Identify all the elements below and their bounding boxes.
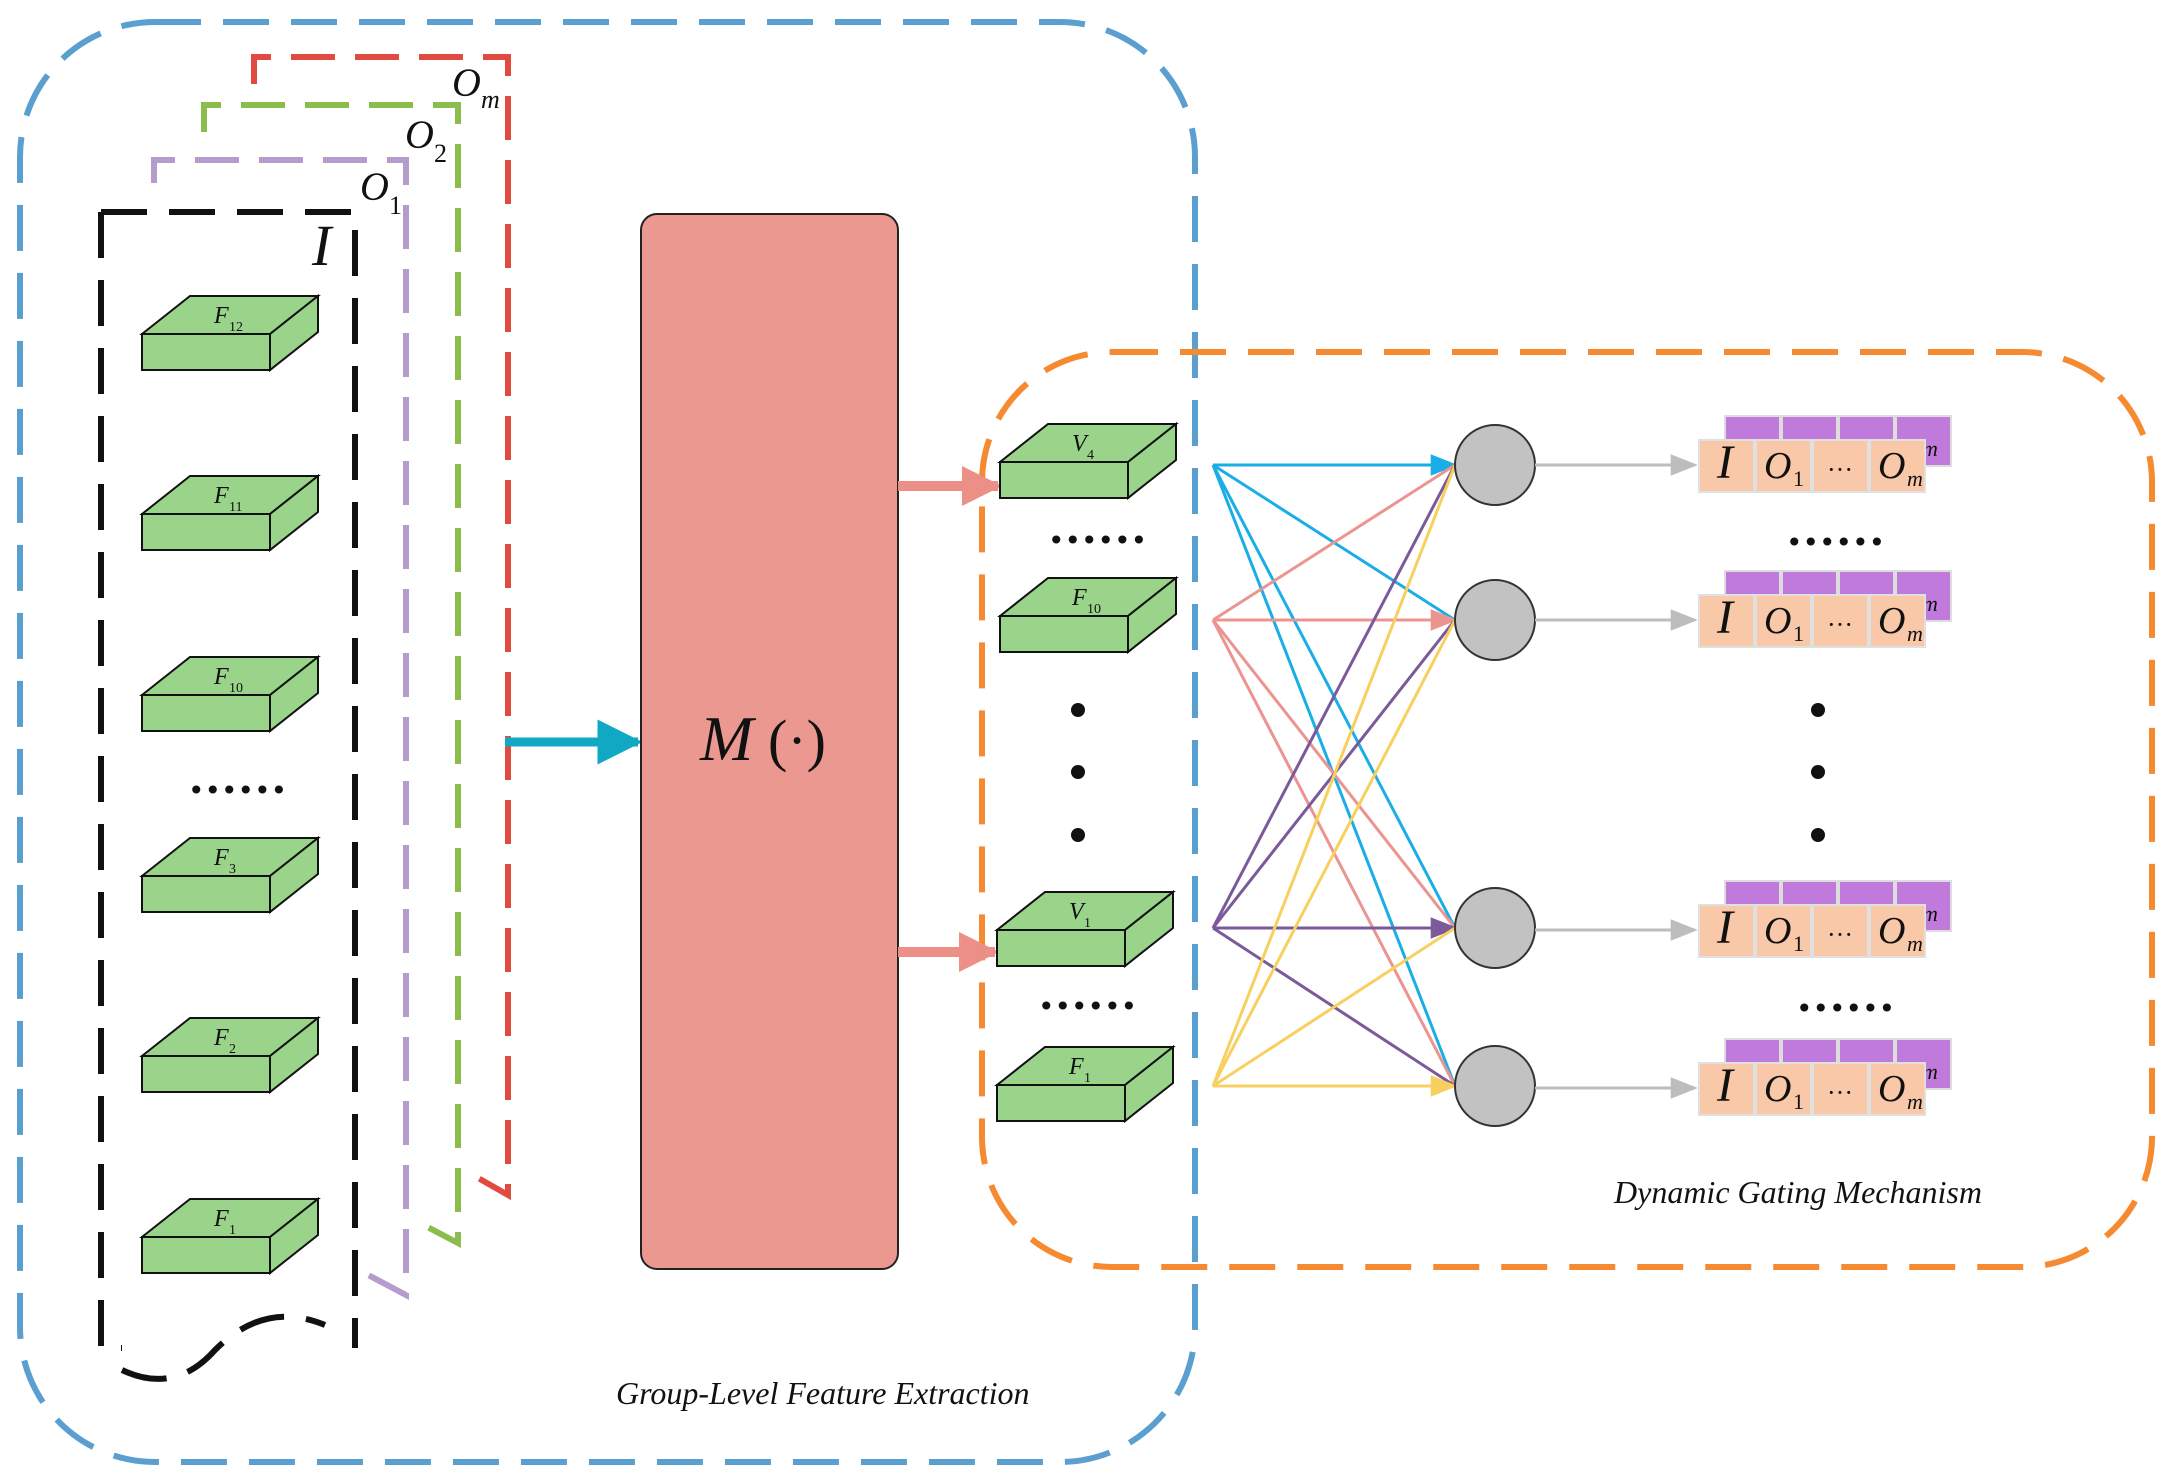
front-cell-label: ··· — [1827, 1078, 1853, 1107]
front-cell-label: O — [1878, 445, 1905, 487]
front-cell-label: O — [1764, 1068, 1791, 1110]
dynamic-gating-border — [979, 349, 2155, 1270]
gate-output-vertical-dots — [1811, 703, 1825, 842]
gate-output-arrows — [1535, 454, 1698, 1099]
output-vertical-dots — [1071, 703, 1085, 842]
input-feature-block-label-sub: 10 — [229, 681, 243, 696]
output-feature-block-label: F — [1068, 1054, 1084, 1080]
input-feature-block-label: F — [213, 1025, 229, 1051]
layer-o1-border — [151, 157, 409, 1300]
front-cell-label: O — [1878, 600, 1905, 642]
output-feature-block-label: V — [1072, 431, 1089, 457]
om-label: O m — [452, 60, 500, 114]
front-cell-sub: 1 — [1793, 621, 1804, 646]
svg-text:M: M — [699, 703, 757, 774]
gating-caption: Dynamic Gating Mechanism — [1613, 1174, 1982, 1210]
input-feature-block-label-sub: 2 — [229, 1042, 236, 1057]
gate-output-ellipsis-bottom: •••••• — [1796, 992, 1895, 1025]
front-cell-sub: m — [1907, 466, 1923, 491]
front-cell-label: O — [1764, 910, 1791, 952]
output-feature-block-label-sub: 1 — [1084, 916, 1091, 931]
o1-label: O 1 — [360, 164, 402, 220]
front-cell-label: O — [1764, 445, 1791, 487]
input-feature-block-label-sub: 1 — [229, 1223, 236, 1238]
input-feature-block-label-sub: 11 — [229, 500, 242, 515]
input-feature-block-label-sub: 12 — [229, 320, 243, 335]
module-block — [640, 213, 899, 1270]
front-cell-label: I — [1716, 1059, 1735, 1112]
input-feature-block-label: F — [213, 303, 229, 329]
input-layer-label: I — [311, 213, 334, 278]
input-feature-block-label: F — [213, 664, 229, 690]
output-feature-block-label-sub: 4 — [1087, 448, 1094, 463]
front-cell-label: ··· — [1827, 920, 1853, 949]
input-feature-block-label: F — [213, 1206, 229, 1232]
gate-node-1 — [1454, 424, 1536, 506]
gate-node-3 — [1454, 887, 1536, 969]
front-cell-label: I — [1716, 901, 1735, 954]
front-cell-label: O — [1878, 1068, 1905, 1110]
front-cell-sub: m — [1907, 931, 1923, 956]
output-ellipsis-top: •••••• — [1048, 524, 1147, 557]
front-cell-label: I — [1716, 591, 1735, 644]
gate-nodes — [1454, 424, 1536, 1127]
output-feature-block-label-sub: 10 — [1087, 602, 1101, 617]
gate-output-ellipsis-top: •••••• — [1786, 526, 1885, 559]
output-feature-block-label-sub: 1 — [1084, 1071, 1091, 1086]
input-feature-block-label-sub: 3 — [229, 862, 236, 877]
layer-om-border — [251, 54, 511, 1201]
gate-node-4 — [1454, 1045, 1536, 1127]
svg-text:O: O — [360, 164, 389, 209]
front-cell-label: ··· — [1827, 610, 1853, 639]
svg-text:O: O — [452, 60, 481, 105]
svg-text:m: m — [481, 85, 500, 114]
gate-node-2 — [1454, 579, 1536, 661]
group-caption: Group-Level Feature Extraction — [616, 1375, 1030, 1411]
front-cell-label: I — [1716, 436, 1735, 489]
front-cell-sub: m — [1907, 621, 1923, 646]
front-cell-label: ··· — [1827, 455, 1853, 484]
front-cell-sub: 1 — [1793, 931, 1804, 956]
input-layer-border — [98, 209, 358, 1382]
svg-text:2: 2 — [434, 139, 447, 168]
output-feature-block-label: V — [1069, 899, 1086, 925]
module-label: M (·) — [699, 703, 826, 774]
group-feature-extraction-border — [17, 19, 1198, 1465]
front-cell-label: O — [1764, 600, 1791, 642]
front-cell-label: O — [1878, 910, 1905, 952]
input-ellipsis: •••••• — [188, 774, 287, 807]
gating-connections — [1211, 454, 1458, 1097]
layer-o2-border — [201, 102, 461, 1248]
svg-text:O: O — [405, 112, 434, 157]
svg-text:(·): (·) — [768, 708, 826, 773]
svg-text:1: 1 — [389, 191, 402, 220]
output-ellipsis-bottom: •••••• — [1038, 990, 1137, 1023]
front-cell-sub: m — [1907, 1089, 1923, 1114]
output-feature-block-label: F — [1071, 585, 1087, 611]
o2-label: O 2 — [405, 112, 447, 168]
front-cell-sub: 1 — [1793, 1089, 1804, 1114]
input-feature-block-label: F — [213, 483, 229, 509]
input-feature-block-label: F — [213, 845, 229, 871]
front-cell-sub: 1 — [1793, 466, 1804, 491]
